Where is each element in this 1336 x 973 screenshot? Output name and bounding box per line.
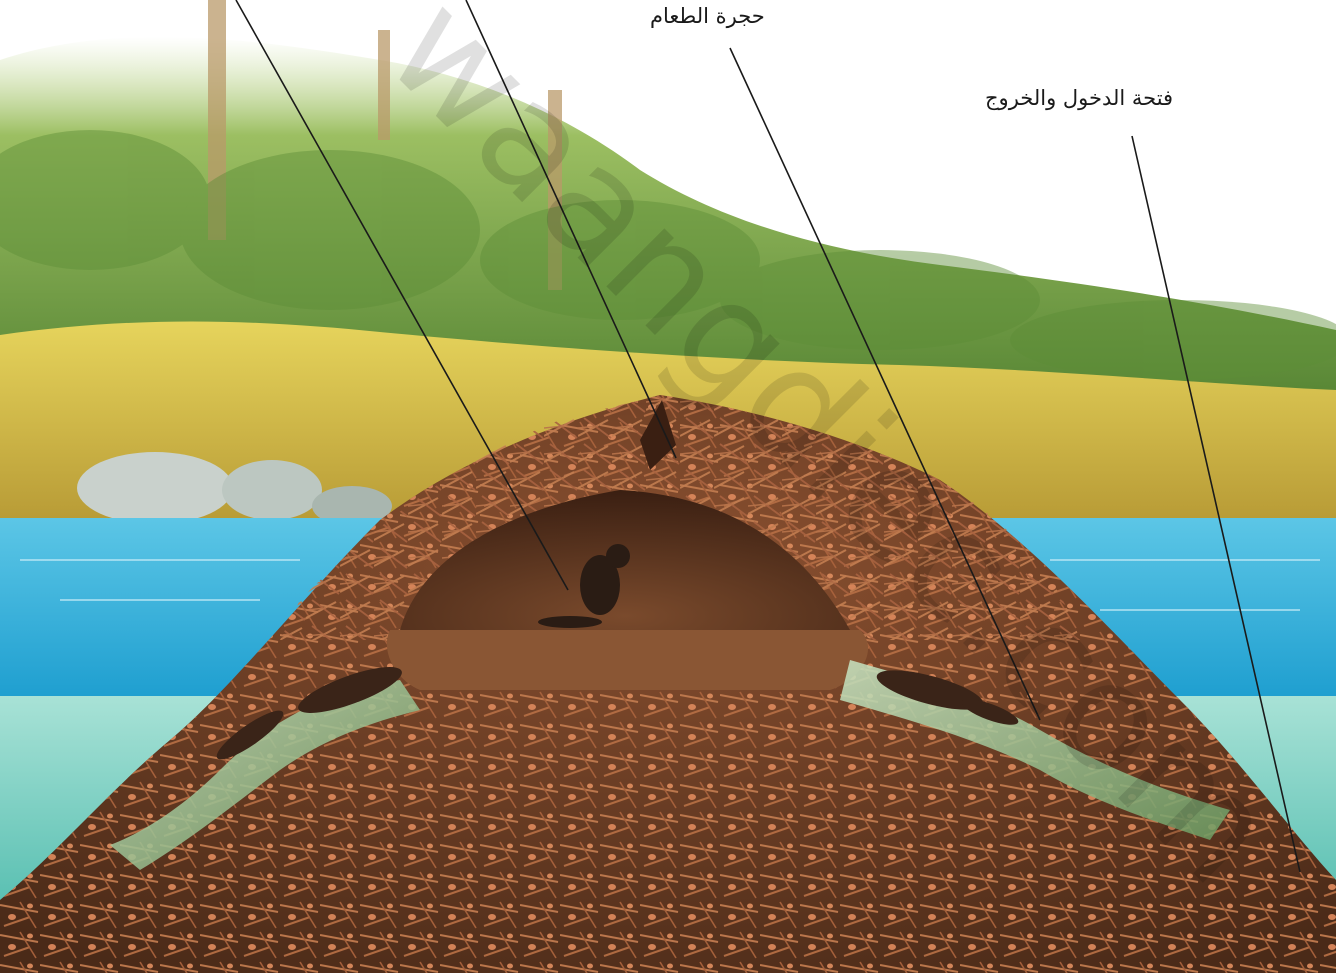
chamber-floor bbox=[387, 630, 868, 690]
label-food-chamber: حجرة الطعام bbox=[650, 4, 765, 28]
label-entrance-exit: فتحة الدخول والخروج bbox=[985, 86, 1173, 110]
